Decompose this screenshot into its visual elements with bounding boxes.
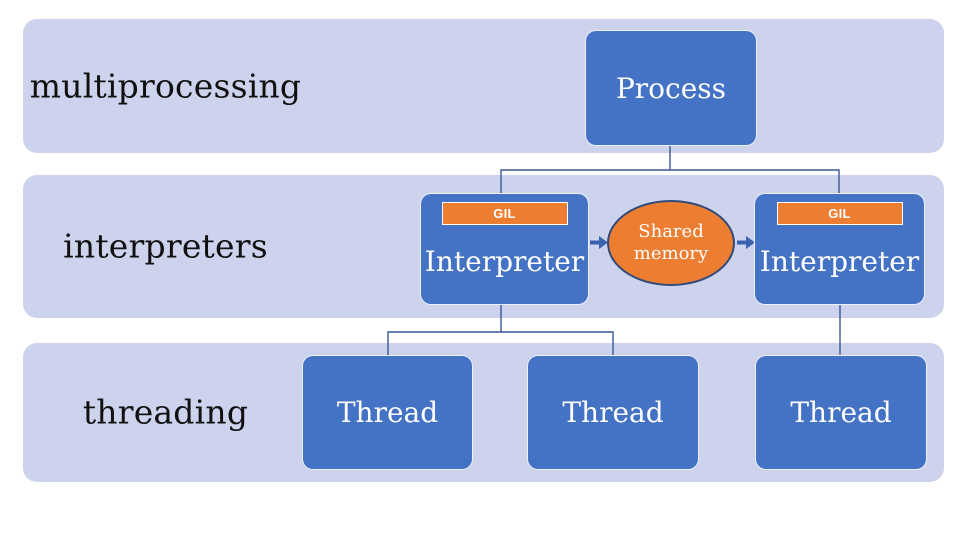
band-multiprocessing	[23, 19, 944, 153]
band-label-interpreters: interpreters	[63, 226, 268, 266]
thread-node-1: Thread	[302, 355, 473, 470]
shared-memory-ellipse: Shared memory	[607, 200, 735, 286]
band-label-multiprocessing: multiprocessing	[29, 66, 302, 106]
interpreter-left-label: Interpreter	[424, 245, 585, 278]
shared-memory-label-line1: Shared	[638, 221, 704, 243]
thread-node-3: Thread	[755, 355, 927, 470]
thread-label-2: Thread	[562, 396, 664, 429]
band-label-threading: threading	[82, 392, 249, 432]
gil-badge-left: GIL	[441, 202, 568, 225]
gil-badge-right: GIL	[776, 202, 903, 225]
thread-label-3: Thread	[790, 396, 892, 429]
interpreter-right-node: GIL Interpreter	[754, 193, 925, 305]
thread-node-2: Thread	[527, 355, 699, 470]
process-label: Process	[615, 71, 727, 105]
thread-label-1: Thread	[336, 396, 439, 429]
shared-memory-label-line2: memory	[633, 243, 709, 264]
interpreter-left-node: GIL Interpreter	[420, 193, 589, 305]
process-node: Process	[585, 30, 757, 146]
interpreter-right-label: Interpreter	[759, 245, 920, 278]
